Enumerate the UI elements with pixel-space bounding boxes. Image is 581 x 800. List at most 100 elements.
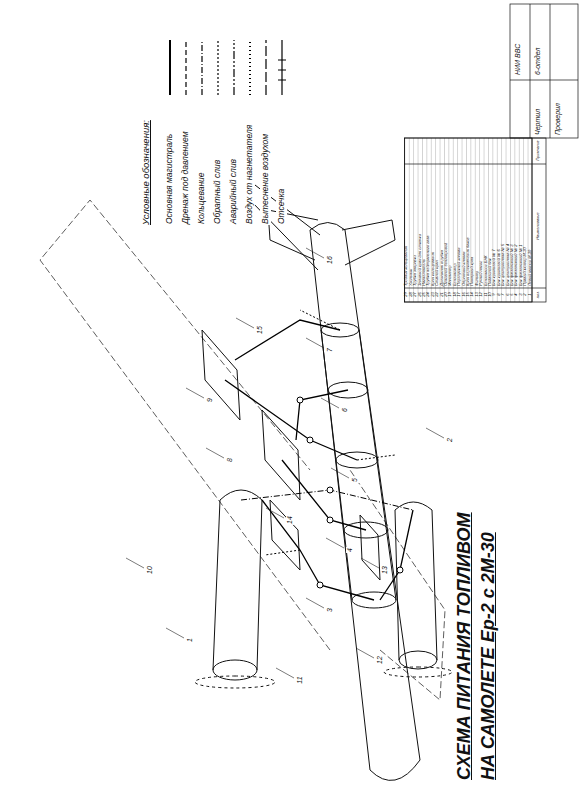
crossfeed-line <box>241 490 413 510</box>
leader-line <box>306 338 324 348</box>
legend-sample <box>278 60 286 80</box>
leader-line <box>326 538 344 548</box>
callout-number: 15 <box>256 325 264 335</box>
table-position-number: 21 <box>440 288 444 301</box>
table-position-number: 29 <box>404 288 408 301</box>
table-part-name: Тройник кольцевания <box>404 246 408 286</box>
table-part-name: Нагнетатель <box>422 259 426 286</box>
legend-entry: Обратный слив <box>212 159 223 225</box>
legend-sample <box>265 40 266 95</box>
table-position-number: 5 <box>510 288 514 301</box>
table-header: Примечание <box>535 138 541 163</box>
legend-sample <box>185 40 186 95</box>
table-header: поз. <box>535 288 541 301</box>
table-part-name: Бак фюзеляжный № 1 <box>519 245 523 286</box>
parts-table <box>404 164 546 165</box>
callout-number: 3 <box>326 607 334 613</box>
fuselage <box>342 220 395 265</box>
table-part-name: Бак центроплана № 4 <box>506 244 510 286</box>
legend-entry: Дренаж под давлением <box>180 131 191 225</box>
callout-number: 14 <box>286 515 294 525</box>
table-position-number: 8 <box>497 288 501 301</box>
fuel-line <box>296 390 348 440</box>
table-part-name: Дренажная трубка <box>440 250 444 286</box>
drawing-title: СХЕМА ПИТАНИЯ ТОПЛИВОМ НА САМОЛЕТЕ Ер-2 … <box>452 490 500 780</box>
leader-line <box>266 508 284 518</box>
parts-table <box>404 138 546 302</box>
fuel-line <box>262 500 374 600</box>
table-position-number: 12 <box>479 288 483 301</box>
table-position-number: 16 <box>462 288 466 301</box>
callout-number: 7 <box>326 347 334 353</box>
title-block-text: 6-отдел <box>534 48 541 75</box>
engine-nacelle <box>213 490 262 670</box>
callout-number: 13 <box>381 565 389 575</box>
valve-symbol <box>327 517 333 523</box>
leader-line <box>306 598 324 608</box>
table-position-number: 4 <box>514 288 518 301</box>
valve-symbol <box>297 397 403 588</box>
table-part-name: Обратный клапан <box>462 251 466 286</box>
table-position-number: 9 <box>492 288 496 301</box>
title-block-text: Проверил <box>554 103 561 135</box>
title-block-text: НИИ ВВС <box>514 44 521 75</box>
legend-entry: Кольцевание <box>196 171 207 225</box>
table-part-name: Правый мотор М-30 <box>523 247 527 286</box>
engine-nacelle <box>384 667 452 677</box>
table-position-number: 6 <box>506 288 510 301</box>
table-position-number: 11 <box>484 288 488 301</box>
leader-line <box>276 668 294 678</box>
callout-number: 10 <box>146 565 154 575</box>
table-part-name: Бензиномер <box>453 263 457 286</box>
table-part-name: Угольник <box>409 269 413 286</box>
leader-line <box>126 558 144 568</box>
leader-line <box>361 558 379 568</box>
engine-nacelle <box>399 651 437 669</box>
fuselage <box>310 230 370 770</box>
table-position-number: 28 <box>409 288 413 301</box>
table-position-number: 24 <box>426 288 430 301</box>
wing-outline <box>350 470 445 700</box>
wing-outline <box>40 200 445 700</box>
engine-nacelle <box>395 502 437 660</box>
fuselage <box>310 223 345 231</box>
parts-table <box>530 4 531 138</box>
table-position-number: 23 <box>431 288 435 301</box>
table-part-name: Левый мотор М-30 <box>528 250 532 286</box>
parts-table <box>532 138 533 302</box>
leader-line <box>331 468 349 478</box>
fuselage <box>345 230 420 760</box>
table-part-name: Бак центроплана № 5 <box>501 244 505 286</box>
crossfeed-line <box>241 490 413 510</box>
leader-line <box>321 398 339 408</box>
table-part-name: Фильтр <box>475 271 479 286</box>
fuel-tank <box>202 330 240 420</box>
table-part-name: Сливной кран <box>435 260 439 286</box>
table-part-name: Бак фюзеляжный № 2 <box>514 245 518 286</box>
table-part-name: Кран кольцевания <box>431 252 435 286</box>
engine-nacelle <box>213 660 257 680</box>
fuselage <box>250 185 420 780</box>
table-position-number: 13 <box>475 288 479 301</box>
drain-line <box>265 310 395 555</box>
table-part-name: Бензонасос БНК <box>484 255 488 286</box>
table-part-name: Бак фюзеляжный № 3 <box>510 245 514 286</box>
table-position-number: 17 <box>457 288 461 301</box>
table-position-number: 15 <box>466 288 470 301</box>
valve-symbol <box>297 397 303 403</box>
parts-table <box>510 80 578 81</box>
table-position-number: 20 <box>444 288 448 301</box>
drain-line <box>265 550 300 555</box>
table-header: Наименование <box>535 166 541 286</box>
callout-number: 9 <box>206 397 214 403</box>
fuel-tank <box>202 323 396 608</box>
table-part-name: Трубка нейтрального газа <box>426 236 430 286</box>
fuel-line <box>225 320 413 600</box>
table-position-number: 25 <box>422 288 426 301</box>
legend-entry: Основная магистраль <box>164 133 175 225</box>
callout-number: 4 <box>346 547 354 553</box>
table-position-number: 27 <box>413 288 417 301</box>
callout-number: 12 <box>376 655 384 665</box>
callout-number: 5 <box>351 477 359 483</box>
